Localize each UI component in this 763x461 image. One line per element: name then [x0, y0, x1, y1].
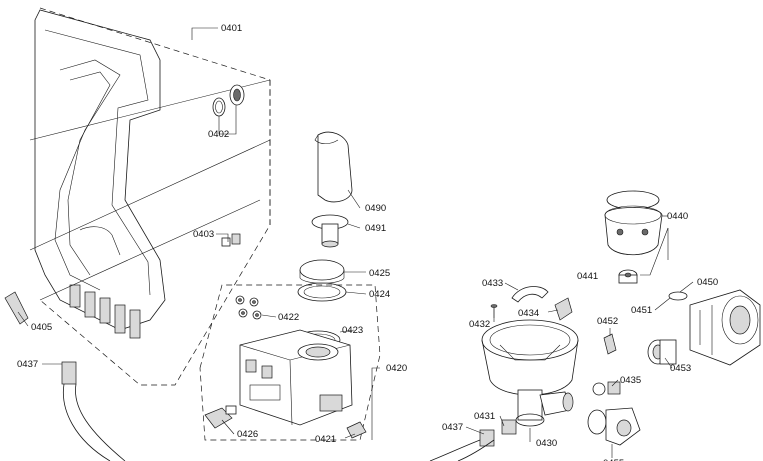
label-0452: 0452: [597, 316, 618, 327]
label-0431: 0431: [474, 411, 495, 422]
label-0440: 0440: [667, 211, 688, 222]
label-0430: 0430: [536, 438, 557, 449]
pump-part: [587, 407, 641, 446]
sump-part: [481, 319, 579, 427]
label-0403: 0403: [193, 229, 214, 240]
label-0426: 0426: [237, 429, 258, 440]
label-0450: 0450: [697, 277, 718, 288]
label-0491: 0491: [365, 223, 386, 234]
key-part: [603, 333, 617, 355]
funnel-part: [314, 131, 353, 203]
valve-part: [204, 405, 237, 429]
label-0455: 0455: [603, 458, 624, 461]
side-panel-part: [29, 9, 271, 339]
hose-connector-part: [647, 339, 677, 365]
label-0425: 0425: [369, 268, 390, 279]
cap-part: [311, 214, 349, 248]
label-0434: 0434: [518, 308, 539, 319]
label-0437-right: 0437: [442, 422, 463, 433]
lid-part: [297, 259, 347, 302]
pump-motor-part: [689, 289, 761, 366]
drain-hose-right: [429, 429, 495, 461]
label-0437-left: 0437: [17, 359, 38, 370]
screws-part: [235, 295, 262, 320]
label-0420: 0420: [386, 363, 407, 374]
coupling-part: [501, 419, 517, 435]
clip-part: [4, 291, 29, 325]
frame-dashed-outline: [39, 7, 271, 386]
label-0402: 0402: [208, 129, 229, 140]
label-0435: 0435: [620, 375, 641, 386]
label-0423: 0423: [342, 325, 363, 336]
group-0420-outline: [199, 284, 381, 441]
label-0453: 0453: [670, 363, 691, 374]
clamp-part: [346, 421, 367, 439]
bracket-part: [511, 286, 549, 303]
label-0401: 0401: [221, 23, 242, 34]
latch-part: [554, 297, 573, 321]
label-0432: 0432: [469, 319, 490, 330]
drain-hose-left: [61, 361, 126, 461]
sensor-part: [592, 381, 621, 396]
pump-cover-part: [604, 190, 663, 256]
hose-clamp-part: [668, 291, 688, 301]
label-0424: 0424: [369, 289, 390, 300]
leader-lines: [17, 27, 694, 458]
seal-ring-part: [212, 84, 245, 117]
label-0451: 0451: [631, 305, 652, 316]
label-0490: 0490: [365, 203, 386, 214]
label-0405: 0405: [31, 322, 52, 333]
connector-part: [221, 233, 241, 247]
screw-part: [490, 304, 498, 318]
label-0441: 0441: [577, 271, 598, 282]
label-0421: 0421: [315, 434, 336, 445]
label-0433: 0433: [482, 278, 503, 289]
softener-block-part: [239, 329, 353, 426]
part-labels: 0401 0402 0403 0405 0437 0490 0491 0425 …: [17, 23, 718, 461]
label-0422: 0422: [278, 312, 299, 323]
bearing-part: [618, 269, 638, 284]
